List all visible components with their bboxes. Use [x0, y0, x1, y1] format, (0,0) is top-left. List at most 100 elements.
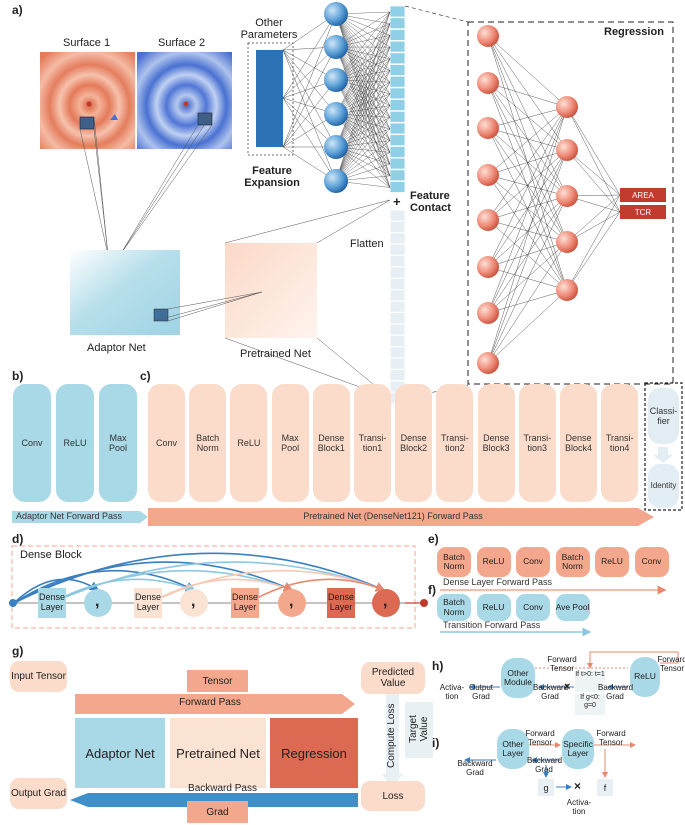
dense-sublayer: ReLU: [476, 547, 511, 577]
flatten-cell: [389, 220, 406, 233]
expansion-node: [324, 102, 348, 126]
h-activation: Activa-tion: [439, 683, 465, 701]
pretrained-forward-label: Pretrained Net (DenseNet121) Forward Pas…: [303, 511, 483, 521]
flatten-cell: [389, 369, 406, 382]
i-other-layer: Other Layer: [497, 729, 529, 769]
i-activation: Activa-tion: [566, 798, 592, 816]
feature-cell: [389, 40, 406, 53]
dense-layer: Dense Layer: [327, 588, 355, 618]
g-adaptor-net: Adaptor Net: [75, 718, 165, 788]
adaptor-layer-maxpool: Max Pool: [99, 384, 137, 502]
feature-cell: [389, 145, 406, 158]
grad-box: Grad: [187, 801, 248, 823]
adaptor-layer-relu: ReLU: [56, 384, 94, 502]
h-other-module: Other Module: [501, 658, 535, 698]
input-tensor: Input Tensor: [10, 661, 67, 692]
classifier-layer: Classi-fier: [648, 388, 679, 444]
expansion-node: [324, 135, 348, 159]
flatten-cell: [389, 266, 406, 279]
dense-sublayer: Batch Norm: [437, 547, 471, 577]
g-regression: Regression: [270, 718, 358, 788]
h-cond-t: If t>0: t=1: [575, 671, 605, 692]
output-area: AREA: [620, 188, 666, 202]
loss-node: Loss: [361, 781, 425, 811]
concat-comma: ,: [289, 593, 294, 610]
flatten-cell: [389, 243, 406, 256]
feature-cell: [389, 181, 406, 193]
transition-forward-label: Transition Forward Pass: [443, 620, 541, 630]
predicted-value: Predicted Value: [361, 662, 425, 694]
regression-hidden-node: [556, 96, 578, 118]
pretrained-layer: Conv: [148, 384, 185, 502]
feature-expansion-label: Feature Expansion: [244, 165, 300, 190]
flatten-cell: [389, 334, 406, 347]
feature-cell: [389, 99, 406, 111]
regression-input-node: [477, 72, 499, 94]
panel-b-label: b): [12, 369, 24, 383]
concat-node: [180, 589, 208, 617]
regression-hidden-node: [556, 139, 578, 161]
regression-input-node: [477, 352, 499, 374]
h-forward-tensor-1: Forward Tensor: [547, 655, 577, 673]
i-backward-grad-1: Backward Grad: [457, 759, 493, 777]
other-parameters-block: [256, 50, 283, 147]
i-backward-grad-2: Backward Grad: [527, 756, 563, 774]
pretrained-layer: Dense Block4: [560, 384, 597, 502]
i-specific-layer: Specific Layer: [562, 729, 594, 769]
flatten-cell: [389, 289, 406, 302]
dense-sublayer: ReLU: [595, 547, 629, 577]
flatten-cell: [389, 277, 406, 290]
feature-cell: [389, 110, 406, 123]
feature-cell: [389, 122, 406, 135]
h-cond-g: If g<0: g=0: [575, 694, 605, 715]
transition-sublayer: Batch Norm: [437, 594, 471, 621]
panel-f-label: f): [428, 583, 436, 597]
h-backward-grad-1: Backward Grad: [533, 683, 569, 701]
dense-layer-forward-label: Dense Layer Forward Pass: [443, 577, 553, 587]
h-relu: ReLU: [630, 657, 660, 697]
pretrained-net-label: Pretrained Net: [240, 348, 311, 360]
concat-node: [84, 589, 112, 617]
expansion-node: [324, 68, 348, 92]
dense-block-box: [11, 545, 416, 629]
surface-2-label: Surface 2: [158, 37, 206, 49]
dense-sublayer: Conv: [634, 547, 669, 577]
flatten-cell: [389, 300, 406, 313]
dense-layer: Dense Layer: [38, 588, 66, 618]
target-value-box: [405, 702, 433, 758]
pretrained-forward-arrow: [148, 508, 654, 526]
adaptor-forward-label: Adaptor Net Forward Pass: [16, 511, 123, 521]
transition-sublayer: Ave Pool: [555, 594, 590, 621]
regression-hidden-node: [556, 279, 578, 301]
feature-cell: [389, 134, 406, 147]
panel-g-label: g): [12, 644, 24, 658]
feature-cell: [389, 169, 406, 182]
feature-cell: [389, 87, 406, 100]
feature-cell: [389, 17, 406, 30]
pretrained-layer: Dense Block1: [312, 384, 350, 502]
pretrained-layer: Transi-tion4: [601, 384, 639, 502]
feature-cell: [389, 5, 406, 18]
dense-layer: Dense Layer: [231, 588, 259, 618]
surface-1-image: [40, 52, 135, 149]
i-forward-tensor-1: Forward Tensor: [525, 729, 555, 747]
concat-comma: ,: [191, 593, 196, 610]
flatten-cell: [389, 255, 406, 268]
surface-1-label: Surface 1: [63, 37, 111, 49]
dense-sublayer: Batch Norm: [555, 547, 590, 577]
panel-i-label: i): [432, 736, 440, 750]
regression-input-node: [477, 302, 499, 324]
expansion-node: [324, 2, 348, 26]
expansion-node: [324, 35, 348, 59]
concat-node: [278, 589, 306, 617]
flatten-label: Flatten: [350, 238, 384, 250]
concat-comma: ,: [95, 593, 100, 610]
adaptor-layer-conv: Conv: [13, 384, 51, 502]
backward-pass-label: Backward Pass: [188, 783, 257, 794]
i-g-box: g: [538, 779, 554, 796]
identity-layer: Identity: [648, 464, 679, 508]
i-forward-tensor-2: Forward Tensor: [596, 729, 626, 747]
panel-h-label: h): [432, 659, 444, 673]
dense-layer: Dense Layer: [134, 588, 162, 618]
forward-pass-arrow: [75, 694, 355, 714]
